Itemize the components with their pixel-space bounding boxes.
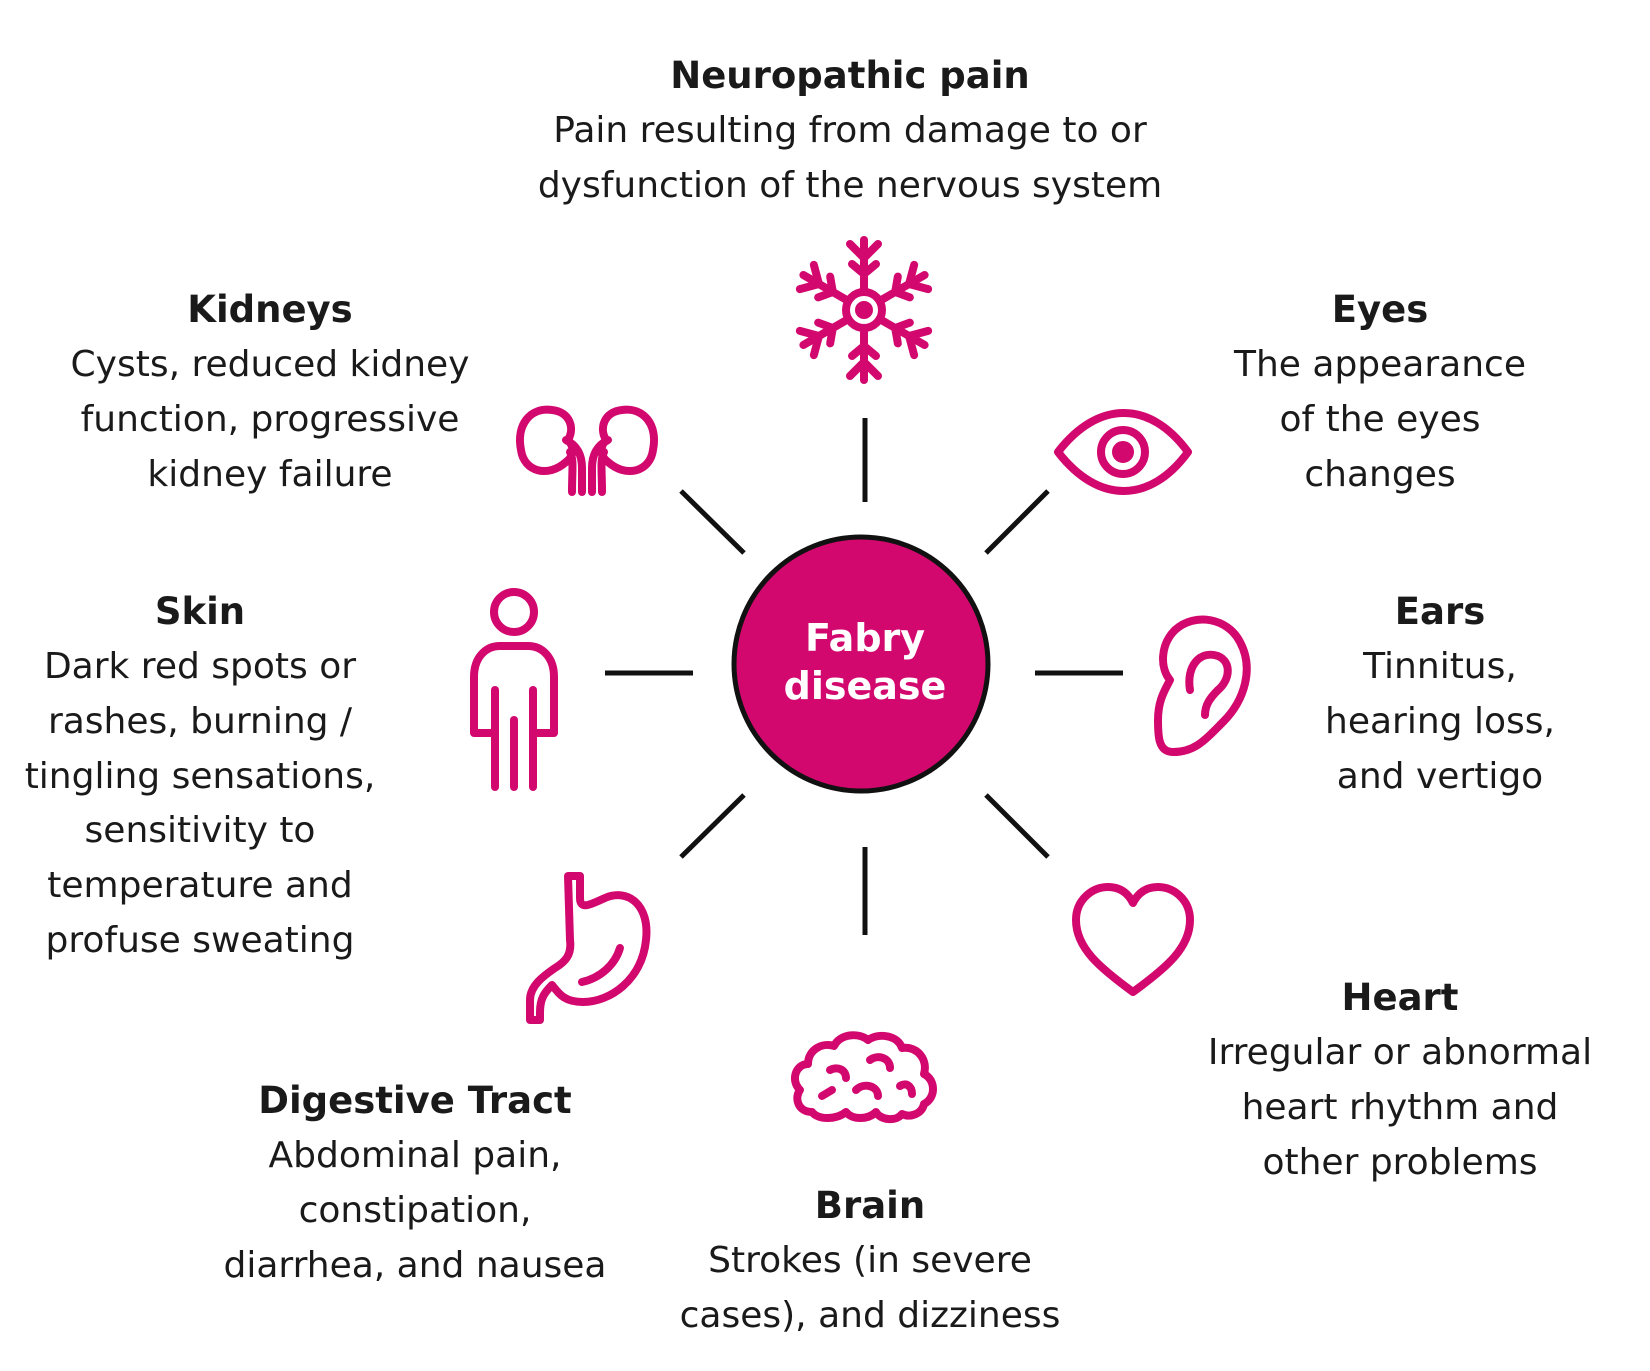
spoke-bottom-right: [984, 793, 1050, 859]
eye-icon: [1054, 409, 1192, 495]
heart-desc-3: other problems: [1262, 1141, 1538, 1183]
digestive-title: Digestive Tract: [258, 1079, 572, 1122]
skin-desc-6: profuse sweating: [45, 919, 355, 961]
eyes-desc-3: changes: [1304, 453, 1456, 495]
center-circle: [731, 534, 991, 794]
neuropathic-title: Neuropathic pain: [670, 54, 1030, 97]
ears-desc-1: Tinnitus,: [1363, 646, 1517, 688]
ears-desc-2: hearing loss,: [1325, 700, 1555, 742]
brain-block: Brain Strokes (in severe cases), and diz…: [650, 1178, 1090, 1344]
eyes-desc-2: of the eyes: [1279, 398, 1481, 440]
center-label-line1: Fabry: [804, 616, 926, 660]
brain-desc-2: cases), and dizziness: [679, 1294, 1061, 1336]
center-label: Fabry disease: [730, 615, 1000, 710]
neuron-icon: [796, 236, 931, 380]
kidneys-icon: [516, 405, 658, 496]
kidneys-title: Kidneys: [187, 288, 353, 331]
kidneys-desc-1: Cysts, reduced kidney: [70, 344, 470, 386]
skin-desc-1: Dark red spots or: [43, 646, 357, 688]
spoke-bottom-left: [679, 793, 746, 859]
heart-icon: [1072, 883, 1194, 996]
skin-block: Skin Dark red spots or rashes, burning /…: [0, 584, 400, 969]
digestive-block: Digestive Tract Abdominal pain, constipa…: [195, 1073, 635, 1293]
neuropathic-block: Neuropathic pain Pain resulting from dam…: [500, 48, 1200, 214]
person-icon: [470, 588, 558, 791]
skin-desc-3: tingling sensations,: [24, 755, 376, 797]
kidneys-block: Kidneys Cysts, reduced kidney function, …: [30, 282, 510, 502]
skin-title: Skin: [154, 590, 246, 633]
digestive-desc-1: Abdominal pain,: [268, 1135, 562, 1177]
digestive-desc-2: constipation,: [298, 1189, 532, 1231]
brain-title: Brain: [814, 1184, 926, 1227]
heart-title: Heart: [1341, 976, 1459, 1019]
eyes-block: Eyes The appearance of the eyes changes: [1200, 282, 1560, 502]
skin-desc-5: temperature and: [47, 865, 353, 907]
ears-title: Ears: [1394, 590, 1486, 633]
center-label-line2: disease: [783, 663, 947, 708]
eyes-title: Eyes: [1331, 288, 1429, 331]
heart-desc-1: Irregular or abnormal: [1207, 1032, 1593, 1074]
stomach-icon: [526, 872, 651, 1024]
heart-block: Heart Irregular or abnormal heart rhythm…: [1160, 970, 1640, 1190]
skin-desc-2: rashes, burning /: [47, 700, 353, 742]
ears-block: Ears Tinnitus, hearing loss, and vertigo: [1270, 584, 1610, 804]
spokes: [605, 418, 1123, 935]
spoke-top-right: [984, 489, 1050, 555]
digestive-desc-3: diarrhea, and nausea: [223, 1244, 607, 1286]
kidneys-desc-2: function, progressive: [80, 398, 460, 440]
kidneys-desc-3: kidney failure: [147, 453, 393, 495]
brain-icon: [790, 1031, 937, 1123]
brain-desc-1: Strokes (in severe: [708, 1240, 1032, 1282]
ear-icon: [1154, 615, 1251, 756]
spoke-top-left: [679, 489, 746, 555]
neuropathic-desc-1: Pain resulting from damage to or: [553, 110, 1147, 152]
eyes-desc-1: The appearance: [1234, 344, 1526, 386]
skin-desc-4: sensitivity to: [84, 810, 316, 852]
ears-desc-3: and vertigo: [1336, 755, 1544, 797]
heart-desc-2: heart rhythm and: [1241, 1086, 1559, 1128]
neuropathic-desc-2: dysfunction of the nervous system: [537, 164, 1163, 206]
